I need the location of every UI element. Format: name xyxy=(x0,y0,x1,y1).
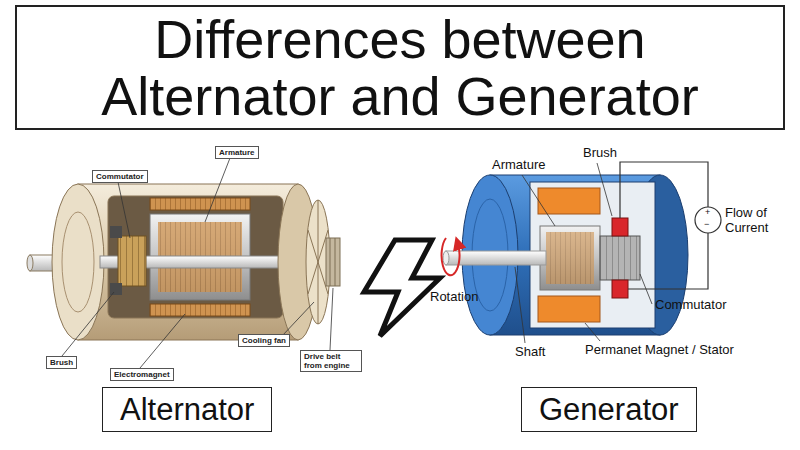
housing-left-end xyxy=(52,184,104,340)
permanent-magnet xyxy=(538,188,600,214)
rotation-arrow xyxy=(442,238,460,275)
leader-line xyxy=(118,182,130,238)
part-label-box: Commutator xyxy=(92,170,148,183)
polarity-sign: + xyxy=(705,208,710,218)
electromagnet xyxy=(150,198,250,210)
part-label-box: Drive belt from engine xyxy=(300,350,362,372)
part-label: Shaft xyxy=(515,345,545,360)
polarity-sign: − xyxy=(704,220,709,230)
cooling-fan xyxy=(308,262,318,294)
circuit-wire xyxy=(620,162,708,218)
current-source xyxy=(695,207,721,233)
caption-box: Alternator xyxy=(102,387,272,432)
commutator xyxy=(118,236,146,286)
housing-left-ring xyxy=(62,212,94,312)
title-box: Differences between Alternator and Gener… xyxy=(15,5,785,130)
brush xyxy=(110,226,122,238)
shaft-end xyxy=(27,255,33,271)
box-text: Armature xyxy=(219,148,255,157)
part-label: Armature xyxy=(492,158,545,173)
lightning-bolt xyxy=(364,240,440,336)
circuit-wire xyxy=(628,233,708,289)
part-label: Permanet Magnet / Stator xyxy=(585,343,734,358)
alternator-housing xyxy=(78,184,298,340)
brush xyxy=(110,283,122,295)
leader-line xyxy=(330,288,333,350)
cutaway xyxy=(530,182,655,328)
cooling-fan xyxy=(318,262,319,324)
box-text: Cooling fan xyxy=(242,336,286,345)
permanent-magnet xyxy=(538,296,600,322)
title-text: Differences between Alternator and Gener… xyxy=(70,11,730,124)
current-label: Flow of Current xyxy=(725,206,777,236)
pulley xyxy=(335,238,336,286)
leader-line xyxy=(205,158,230,222)
leader-line xyxy=(282,302,314,336)
brush xyxy=(612,280,628,298)
armature xyxy=(540,226,600,290)
shaft-end xyxy=(443,251,449,265)
pulley xyxy=(326,238,340,286)
box-text: Brush xyxy=(50,358,73,367)
caption-box: Generator xyxy=(521,387,697,432)
circuit-wire xyxy=(620,162,708,289)
part-label-box: Cooling fan xyxy=(238,334,290,347)
part-label-box: Brush xyxy=(46,356,77,369)
electromagnet xyxy=(150,304,250,316)
leader-line xyxy=(515,163,652,343)
leader-line xyxy=(597,163,612,216)
box-text: Commutator xyxy=(96,172,144,181)
box-text: Alternator xyxy=(120,391,254,428)
pulley xyxy=(326,238,340,286)
brush xyxy=(612,218,628,236)
box-text: Generator xyxy=(539,391,679,428)
motion-label: Rotation xyxy=(430,290,478,305)
leader-line xyxy=(62,292,114,356)
box-text: Electromagnet xyxy=(114,370,170,379)
cooling-fan xyxy=(308,230,318,262)
leader-line xyxy=(515,267,525,343)
leader-line xyxy=(522,175,555,226)
leader-line xyxy=(62,158,333,368)
shaft xyxy=(446,251,546,265)
commutator xyxy=(600,236,640,280)
leader-line xyxy=(140,314,185,368)
leader-line xyxy=(585,323,600,341)
cooling-fan xyxy=(318,200,319,262)
part-label-box: Armature xyxy=(215,146,259,159)
pulley xyxy=(330,238,331,286)
box-text: Drive belt from engine xyxy=(304,352,358,370)
part-label: Brush xyxy=(583,146,617,161)
leader-line xyxy=(640,274,652,304)
alternator-drawing xyxy=(27,158,340,368)
part-label-box: Electromagnet xyxy=(110,368,174,381)
part-label: Commutator xyxy=(655,298,727,313)
armature-windings xyxy=(546,232,594,284)
generator-drawing xyxy=(442,162,721,343)
